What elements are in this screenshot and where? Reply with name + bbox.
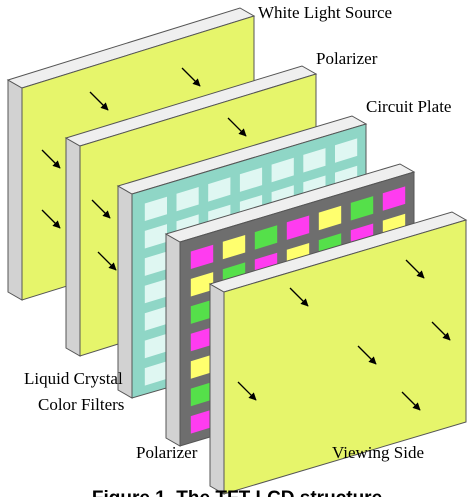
grid-cell [190,327,214,352]
grid-cell [239,167,263,192]
label-color-filters: Color Filters [38,395,124,414]
grid-cell [271,157,294,183]
grid-cell [208,177,231,202]
grid-cell [144,196,167,221]
grid-cell [144,279,167,304]
panel-side [65,137,81,357]
grid-cell [190,272,214,297]
grid-cell [176,187,199,212]
panel-face [223,219,467,495]
grid-cell [144,306,167,331]
grid-cell [350,196,374,221]
label-polarizer-top: Polarizer [316,49,378,68]
grid-cell [303,148,326,173]
polarizer-front-panel [208,211,468,495]
panel-side [117,185,133,399]
label-viewing-side: Viewing Side [332,443,424,462]
grid-cell [144,224,167,249]
arrow-icon [91,117,247,271]
grid-cell [190,409,214,434]
grid-cell [190,354,214,379]
label-circuit-plate: Circuit Plate [366,97,451,116]
panel-side [165,233,181,447]
label-white-light-source: White Light Source [258,3,392,22]
grid-cell [335,138,358,163]
figure-caption: Figure 1. The TFT-LCD structure [92,488,382,497]
grid-cell [190,244,214,269]
label-polarizer-bottom: Polarizer [136,443,198,462]
panel-side [7,79,23,301]
panel-side [209,283,225,495]
grid-cell [382,186,406,211]
grid-cell [144,251,167,276]
label-liquid-crystal: Liquid Crystal [24,369,123,388]
grid-cell [286,215,310,240]
grid-cell [190,299,214,324]
grid-cell [190,381,214,407]
grid-cell [318,205,342,231]
grid-cell [254,225,278,250]
grid-cell [222,235,246,260]
grid-cell [144,361,167,386]
grid-cell [144,333,167,359]
arrow-icon [237,259,451,411]
